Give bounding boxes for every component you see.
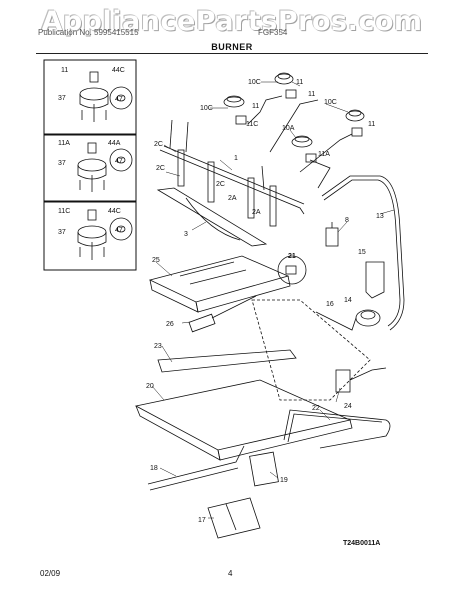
inset-box-3 [43, 201, 137, 271]
pipe-18 [147, 445, 245, 485]
callout-11-a: 11 [296, 79, 303, 86]
callout-13: 13 [376, 213, 384, 220]
callout-inset2-44a: 44A [108, 140, 121, 147]
callout-24: 24 [344, 403, 352, 410]
callout-21: 21 [288, 253, 296, 260]
callout-inset1-37: 37 [58, 95, 66, 102]
callout-inset2-47: 47 [115, 158, 123, 165]
callout-2a: 2A [228, 195, 237, 202]
callout-3: 3 [184, 231, 188, 238]
supply-pipe [321, 175, 405, 331]
tray-25 [148, 255, 290, 303]
callout-23: 23 [154, 343, 162, 350]
callout-2a-b: 2A [252, 209, 261, 216]
callout-18: 18 [150, 465, 158, 472]
title-rule [36, 53, 428, 54]
callout-16: 16 [326, 301, 334, 308]
pipe-22 [283, 409, 391, 449]
callout-11c: 11C [246, 121, 258, 128]
burner-tube-23 [157, 349, 297, 373]
callout-14: 14 [344, 297, 352, 304]
regulator-8 [325, 227, 339, 247]
pipe-16 [315, 311, 357, 331]
reference-code: T24B0011A [343, 540, 381, 547]
callout-26: 26 [166, 321, 174, 328]
bracket-15 [365, 261, 385, 299]
callout-11-b: 11 [252, 103, 259, 110]
callout-10c-c: 10C [324, 99, 337, 106]
callout-25: 25 [152, 257, 160, 264]
burner-tube-d [309, 159, 331, 189]
callout-19: 19 [280, 477, 288, 484]
model-number: FGF354 [258, 28, 288, 37]
thermostat-19 [249, 451, 279, 487]
callout-22: 22 [312, 405, 320, 412]
burner-heads [223, 72, 365, 163]
igniter [188, 295, 257, 333]
pressure-regulator [355, 309, 381, 327]
callout-inset2-37: 37 [58, 160, 66, 167]
callout-2c-a: 2C [154, 141, 163, 148]
valve-inset-1 [79, 71, 133, 122]
callout-inset3-37: 37 [58, 229, 66, 236]
callout-inset1-44c: 44C [112, 67, 125, 74]
valve-inset-3 [77, 209, 133, 260]
callout-10c-a: 10C [248, 79, 261, 86]
oven-burner-plate [134, 379, 352, 451]
callout-inset2-11a: 11A [58, 140, 70, 147]
callout-2c-b: 2C [156, 165, 165, 172]
callout-2c-c: 2C [216, 181, 225, 188]
footer-date: 02/09 [40, 569, 61, 578]
callout-11a: 11A [318, 151, 330, 158]
manifold-pipe [159, 149, 305, 215]
burner-tube-b [269, 99, 319, 153]
inset-box-1 [43, 59, 137, 135]
callout-11-c: 11 [368, 121, 375, 128]
manifold-valves [169, 119, 277, 227]
section-title: BURNER [211, 42, 253, 52]
callout-inset1-47: 47 [115, 96, 123, 103]
callout-8: 8 [345, 217, 349, 224]
callout-inset3-47: 47 [115, 227, 123, 234]
callout-11-d: 11 [308, 91, 315, 98]
burner-tube-a [247, 95, 283, 125]
callout-inset1-11: 11 [61, 67, 68, 74]
inset-box-2 [43, 134, 137, 202]
valve-24 [335, 369, 351, 393]
page-number: 4 [228, 569, 233, 578]
callout-15: 15 [358, 249, 366, 256]
callout-1: 1 [234, 155, 238, 162]
callout-10a: 10A [282, 125, 295, 132]
callout-20: 20 [146, 383, 154, 390]
publication-number: Publication No. 5995415515 [38, 28, 139, 37]
bracket-17 [207, 497, 261, 539]
detail-21 [277, 255, 307, 285]
valve-inset-2 [77, 142, 133, 192]
callout-inset3-44c: 44C [108, 208, 121, 215]
callout-10c-b: 10C [200, 105, 213, 112]
bracket [156, 187, 268, 247]
dashed-outline [251, 299, 371, 401]
callout-inset3-11c: 11C [58, 208, 70, 215]
callout-17: 17 [198, 517, 206, 524]
